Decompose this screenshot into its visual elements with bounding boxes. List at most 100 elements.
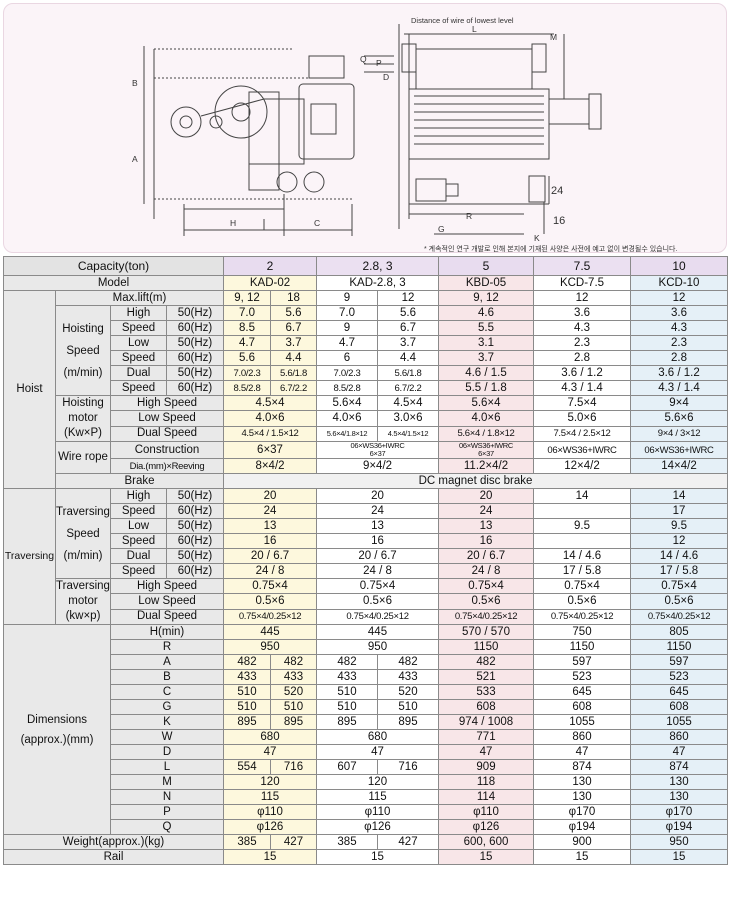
cell: 4.3 / 1.4 <box>533 380 631 396</box>
cell: 9×4 <box>630 394 728 412</box>
label-part: (m/min) <box>63 366 103 379</box>
cell: 433 <box>223 669 271 685</box>
cell-line: 06×WS36+IWRC <box>350 441 405 450</box>
cell: 15 <box>223 849 317 865</box>
hoist-motor-dual-row: Dual Speed 4.5×4 / 1.5×12 5.6×4/1.8×12 4… <box>4 425 728 443</box>
capacity-10: 10 <box>630 256 728 276</box>
trav-low-60-row: Speed 60(Hz) 16 16 16 12 <box>4 533 728 549</box>
cell: 554 <box>223 759 271 775</box>
label-part: Speed <box>66 527 100 540</box>
wire-rope-label: Wire rope <box>55 441 111 474</box>
cell: 5.5 / 1.8 <box>438 380 534 396</box>
cell: 0.75×4 <box>223 577 317 595</box>
cell: 4.0×6 <box>223 410 317 427</box>
cell: 130 <box>533 789 631 805</box>
cell: 4.5×4 <box>377 394 439 412</box>
cell: 0.75×4/0.25×12 <box>316 608 439 626</box>
model-kad-2-8-3: KAD-2.8, 3 <box>316 275 439 291</box>
cell: 4.3 <box>630 320 728 336</box>
cell: φ170 <box>533 804 631 820</box>
cell: 15 <box>533 849 631 865</box>
cell: 3.7 <box>438 350 534 366</box>
cell: 24 <box>316 503 439 519</box>
cell: 608 <box>533 699 631 715</box>
hz-label: 60(Hz) <box>166 503 224 519</box>
capacity-2: 2 <box>223 256 317 276</box>
cell: 1150 <box>630 639 728 655</box>
cell: 750 <box>533 624 631 640</box>
cell <box>533 503 631 519</box>
label-part: (approx.)(mm) <box>20 733 94 746</box>
traversing-section-label: Traversing <box>3 488 56 625</box>
cell: 805 <box>630 624 728 640</box>
hz-label: 50(Hz) <box>166 518 224 534</box>
cell: 118 <box>438 774 534 790</box>
cell: 874 <box>533 759 631 775</box>
speed-kind: Dual <box>110 548 167 564</box>
cell: 608 <box>630 699 728 715</box>
cell: 9×4/2 <box>316 458 439 474</box>
cell: 8.5/2.8 <box>223 380 271 396</box>
hoist-dual-60-row: Speed 60(Hz) 8.5/2.8 6.7/2.2 8.5/2.8 6.7… <box>4 380 728 396</box>
hoist-low-50-row: Low 50(Hz) 4.7 3.7 4.7 3.7 3.1 2.3 2.3 <box>4 335 728 351</box>
cell: 3.7 <box>270 335 317 351</box>
hoist-technical-drawing: Distance of wire of lowest level B A H C… <box>132 16 602 243</box>
cell: 9.5 <box>533 518 631 534</box>
cell: 5.6 <box>377 305 439 321</box>
hoist-section-label: Hoist <box>3 290 56 489</box>
cell: 9×4 / 3×12 <box>630 425 728 443</box>
motor-kind: High Speed <box>110 394 224 412</box>
cell: 8×4/2 <box>223 458 317 474</box>
trav-high-60-row: Speed 60(Hz) 24 24 24 17 <box>4 503 728 519</box>
cell: 120 <box>316 774 439 790</box>
speed-kind: Low <box>110 335 167 351</box>
dim-row-q: Q φ126 φ126 φ126 φ194 φ194 <box>4 819 728 835</box>
cell: 14 <box>630 488 728 504</box>
label-part: (Kw×P) <box>63 427 103 439</box>
cell: 20 / 6.7 <box>223 548 317 564</box>
cell: 6.7/2.2 <box>377 380 439 396</box>
cell: 1150 <box>438 639 534 655</box>
cell: 6.7 <box>270 320 317 336</box>
cell: 47 <box>223 744 317 760</box>
capacity-2-8-3: 2.8, 3 <box>316 256 439 276</box>
cell: 5.6/1.8 <box>270 365 317 381</box>
model-kcd-10: KCD-10 <box>630 275 728 291</box>
cell: 482 <box>438 654 534 670</box>
cell: 4.0×6 <box>438 410 534 427</box>
dim-label-k: K <box>534 233 540 243</box>
cell: 645 <box>630 684 728 700</box>
cell: 5.6/1.8 <box>377 365 439 381</box>
cell: 608 <box>438 699 534 715</box>
cell: 16 <box>223 533 317 549</box>
cell: 17 / 5.8 <box>533 563 631 579</box>
dim-label: R <box>110 639 224 655</box>
cell: 47 <box>438 744 534 760</box>
speed-kind: Speed <box>110 503 167 519</box>
dim-label-24: 24 <box>551 185 563 197</box>
speed-kind: Speed <box>110 533 167 549</box>
cell: 0.5×6 <box>630 593 728 610</box>
cell: 427 <box>377 834 439 850</box>
dim-label-16: 16 <box>553 215 565 227</box>
cell: 771 <box>438 729 534 745</box>
rail-row: Rail 15 15 15 15 15 <box>3 849 728 865</box>
cell: 8.5 <box>223 320 271 336</box>
hz-label: 50(Hz) <box>166 488 224 504</box>
cell: 0.5×6 <box>533 593 631 610</box>
cell: 3.7 <box>377 335 439 351</box>
cell: 950 <box>630 834 728 850</box>
dimensions-label: Dimensions(approx.)(mm) <box>3 624 111 835</box>
dim-row-l: L 554 716 607 716 909 874 874 <box>4 759 728 775</box>
cell: 5.6×6 <box>630 410 728 427</box>
dim-label: H(min) <box>110 624 224 640</box>
cell: 24 <box>438 503 534 519</box>
max-lift-row: Hoist Max.lift(m) 9, 12 18 9 12 9, 12 12… <box>3 290 728 489</box>
cell: 4.4 <box>270 350 317 366</box>
cell: 06×WS36+IWRC <box>630 441 728 459</box>
cell: 385 <box>316 834 378 850</box>
cell: 14 / 4.6 <box>533 548 631 564</box>
